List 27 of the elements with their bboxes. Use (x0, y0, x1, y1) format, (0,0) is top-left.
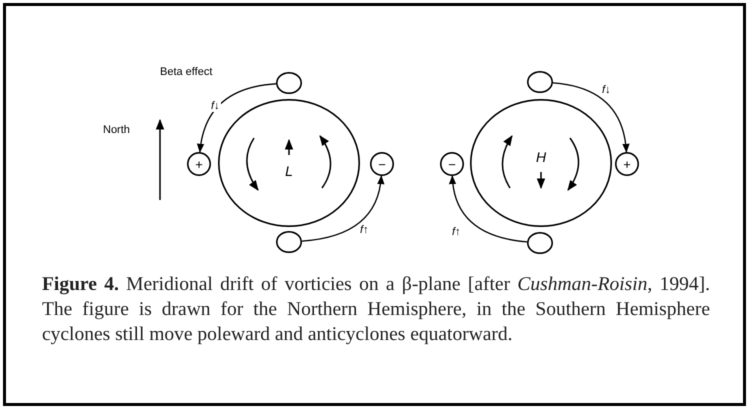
edge-label: f↓ (210, 100, 221, 112)
drift-arrow (552, 82, 630, 153)
parcel-circle (276, 231, 302, 253)
sign-label: + (623, 158, 631, 170)
annotation-label: Beta effect (160, 66, 212, 78)
parcel-circle (527, 232, 553, 254)
annotation-label: North (103, 124, 130, 136)
sign-label: + (195, 158, 203, 170)
vortex-circle (470, 99, 612, 227)
parcel-circle (276, 72, 302, 94)
vorticity-circle (187, 152, 211, 176)
drift-arrow (449, 175, 528, 243)
sign-label: − (448, 158, 456, 170)
edge-label: f↑ (359, 224, 370, 236)
sign-label: − (378, 158, 386, 170)
vorticity-circle (370, 152, 394, 176)
drift-arrow (302, 175, 384, 242)
vorticity-circle (615, 152, 639, 176)
vorticity-circle (440, 152, 464, 176)
drift-arrow (197, 83, 276, 153)
vortex-label: L (285, 164, 293, 178)
edge-label: f↑ (451, 226, 462, 238)
vortex-label: H (536, 150, 546, 164)
edge-label: f↓ (601, 84, 612, 96)
vortex-circle (218, 99, 360, 227)
parcel-circle (527, 71, 553, 93)
figure-caption: Figure 4. Meridional drift of vorticies on a β-plane [after Cushman-Roisin, 1994]. The figure is drawn for the Northern Hemisphere, in the Southern Hemisphere cyclones still move poleward and anticyclones equatorward. (42, 273, 710, 347)
